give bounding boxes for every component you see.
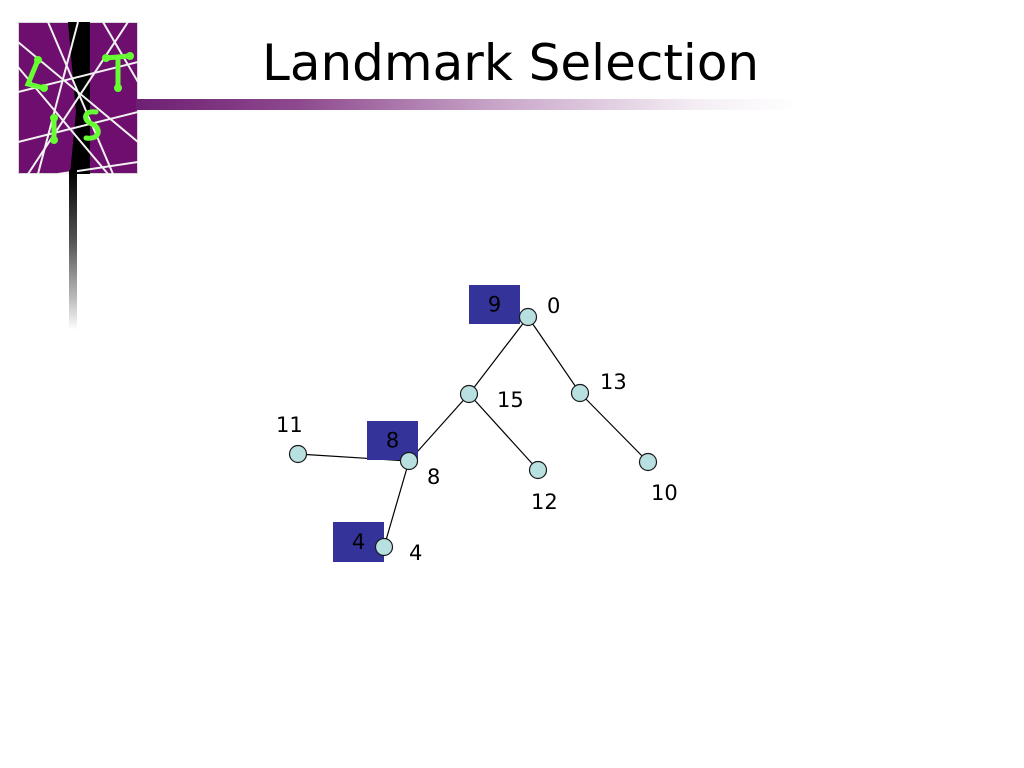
landmark-box-n4 [333, 522, 384, 562]
landmark-box-label-n8: 8 [386, 429, 399, 453]
tree-edge-root-n15 [468, 316, 529, 395]
landmark-boxes [333, 285, 520, 562]
node-label-n15: 15 [497, 388, 524, 412]
tree-edge-n15-n8 [408, 393, 470, 462]
tree-node-n12 [528, 460, 548, 480]
node-labels: 9 8 4 0 15 13 11 8 12 10 4 [276, 293, 678, 566]
tree-node-n4 [374, 537, 394, 557]
landmark-box-root [469, 285, 520, 324]
tree-node-root [518, 307, 538, 327]
tree-edge-n15-n12 [468, 393, 539, 471]
node-label-n8: 8 [427, 465, 440, 489]
node-label-root: 0 [547, 294, 560, 318]
tree-edges [297, 316, 649, 548]
landmark-box-label-n4: 4 [352, 530, 365, 554]
logo-letter-dots [34, 52, 134, 144]
title-underline-rule [136, 99, 796, 110]
node-label-n10: 10 [651, 481, 678, 505]
tree-node-n13 [570, 383, 590, 403]
tree-node-n15 [459, 384, 479, 404]
node-label-n13: 13 [600, 370, 627, 394]
slide-title: Landmark Selection [262, 34, 760, 92]
tree-edge-n13-n10 [579, 392, 649, 463]
tree-node-n10 [638, 452, 658, 472]
tree-node-n11 [288, 444, 308, 464]
left-accent-bar [69, 170, 77, 330]
tree-nodes [288, 307, 658, 557]
node-label-n12: 12 [531, 490, 558, 514]
node-label-n11: 11 [276, 413, 303, 437]
tree-edge-n8-n4 [383, 460, 410, 548]
landmark-box-label-root: 9 [488, 293, 501, 317]
node-label-n4: 4 [409, 541, 422, 565]
tree-node-n8 [399, 451, 419, 471]
tree-edge-root-n13 [527, 316, 581, 394]
